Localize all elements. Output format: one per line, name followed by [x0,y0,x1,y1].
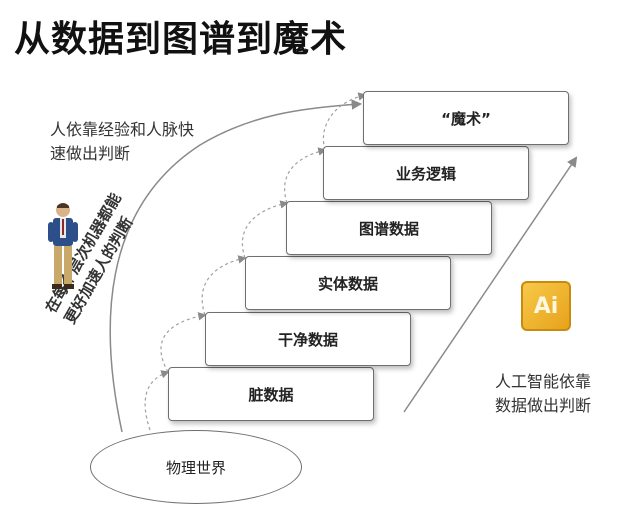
dotted-arrow-4 [241,200,289,259]
human-judgement-arrow [109,99,363,433]
dotted-arrow-3 [201,255,247,316]
dotted-arrow-6 [322,92,367,151]
physical-world-label: 物理世界 [165,458,226,477]
ai-logo-text: Ai [533,293,559,319]
ai-logo-icon: Ai [521,281,571,331]
human-note-line-2: 速做出判断 [50,144,131,163]
step-dirty-data: 脏数据 [168,367,374,421]
step-magic: “魔术” [363,91,569,145]
page-title: 从数据到图谱到魔术 [14,19,348,60]
ai-note-line-2: 数据做出判断 [495,396,592,415]
step-graph-data: 图谱数据 [286,201,492,255]
ai-note-line-1: 人工智能依靠 [495,372,592,391]
businessman-icon [48,203,78,289]
dotted-arrow-5 [284,147,327,204]
human-note-line-1: 人依靠经验和人脉快 [50,120,195,139]
dotted-arrow-1 [144,370,170,431]
step-clean-data: 干净数据 [205,312,411,366]
step-business-logic: 业务逻辑 [323,146,529,200]
physical-world-ellipse: 物理世界 [90,430,302,504]
ai-note: 人工智能依靠 数据做出判断 [495,370,591,418]
dotted-arrow-2 [160,312,207,373]
ai-judgement-arrow [403,156,578,413]
human-note: 人依靠经验和人脉快 速做出判断 [50,118,194,166]
step-entity-data: 实体数据 [245,256,451,310]
